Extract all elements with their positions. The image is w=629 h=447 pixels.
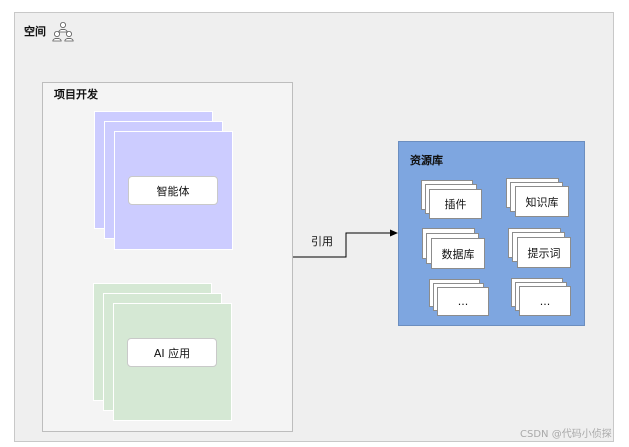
watermark-text: CSDN @代码小侦探 [520, 429, 612, 440]
database-item[interactable]: 数据库 [431, 238, 485, 269]
project-development-label: 项目开发 [54, 88, 98, 101]
database-item-label: 数据库 [441, 247, 475, 261]
plugin-item-label: 插件 [444, 198, 467, 211]
prompt-item[interactable]: 提示词 [517, 237, 571, 268]
more-item-left[interactable]: ... [437, 287, 489, 316]
knowledge-base-item[interactable]: 知识库 [515, 186, 569, 217]
agent-node[interactable]: 智能体 [128, 176, 218, 205]
plugin-item[interactable]: 插件 [429, 189, 482, 219]
more-item-right-label: ... [539, 294, 551, 308]
knowledge-base-item-label: 知识库 [525, 195, 559, 209]
users-group-icon [52, 22, 74, 42]
space-label: 空间 [24, 25, 46, 38]
prompt-item-label: 提示词 [527, 246, 561, 260]
agent-node-label: 智能体 [156, 184, 190, 198]
resource-library-label: 资源库 [410, 154, 443, 167]
more-item-left-label: ... [457, 295, 469, 308]
reference-label: 引用 [311, 235, 333, 248]
more-item-right[interactable]: ... [519, 286, 571, 316]
ai-app-node-label: AI 应用 [153, 346, 191, 360]
ai-app-node[interactable]: AI 应用 [127, 338, 217, 367]
